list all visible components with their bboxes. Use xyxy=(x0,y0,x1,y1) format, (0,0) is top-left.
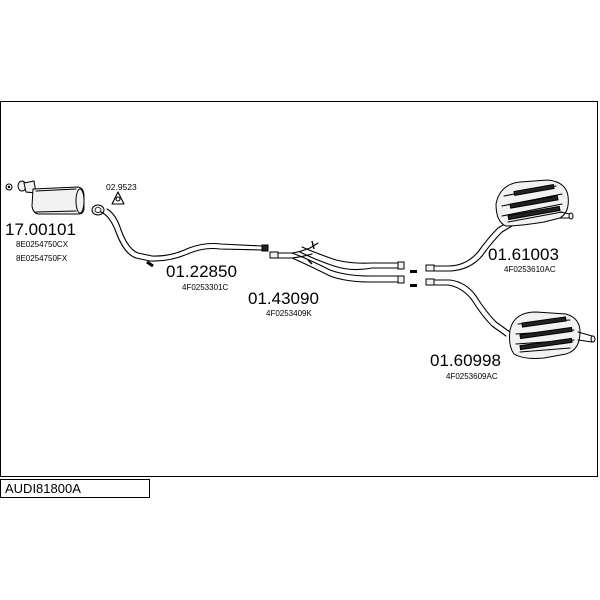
reference-label: 8E0254750FX xyxy=(16,254,68,263)
part-number-label: 01.22850 xyxy=(166,262,237,281)
reference-label: 4F0253301C xyxy=(182,283,228,292)
connector-marks xyxy=(410,270,417,287)
reference-label: 4F0253609AC xyxy=(446,372,498,381)
reference-label: 4F0253610AC xyxy=(504,265,556,274)
catalytic-converter[interactable] xyxy=(5,180,85,215)
y-pipe[interactable] xyxy=(269,240,405,284)
part-number-label: 01.60998 xyxy=(430,351,501,370)
reference-label: 8E0254750CX xyxy=(16,240,69,249)
part-number-label: 01.61003 xyxy=(488,245,559,264)
rear-silencer-left[interactable] xyxy=(425,278,596,359)
diagram-frame xyxy=(0,101,598,477)
diagram-code: AUDI81800A xyxy=(0,479,150,498)
front-pipe[interactable] xyxy=(100,208,269,268)
rear-silencer-right[interactable] xyxy=(425,179,574,272)
reference-label: 4F0253409K xyxy=(266,309,312,318)
gasket[interactable] xyxy=(91,191,125,216)
part-number-label: 17.00101 xyxy=(5,220,76,239)
part-number-label: 02.9523 xyxy=(106,182,137,192)
part-number-label: 01.43090 xyxy=(248,289,319,308)
